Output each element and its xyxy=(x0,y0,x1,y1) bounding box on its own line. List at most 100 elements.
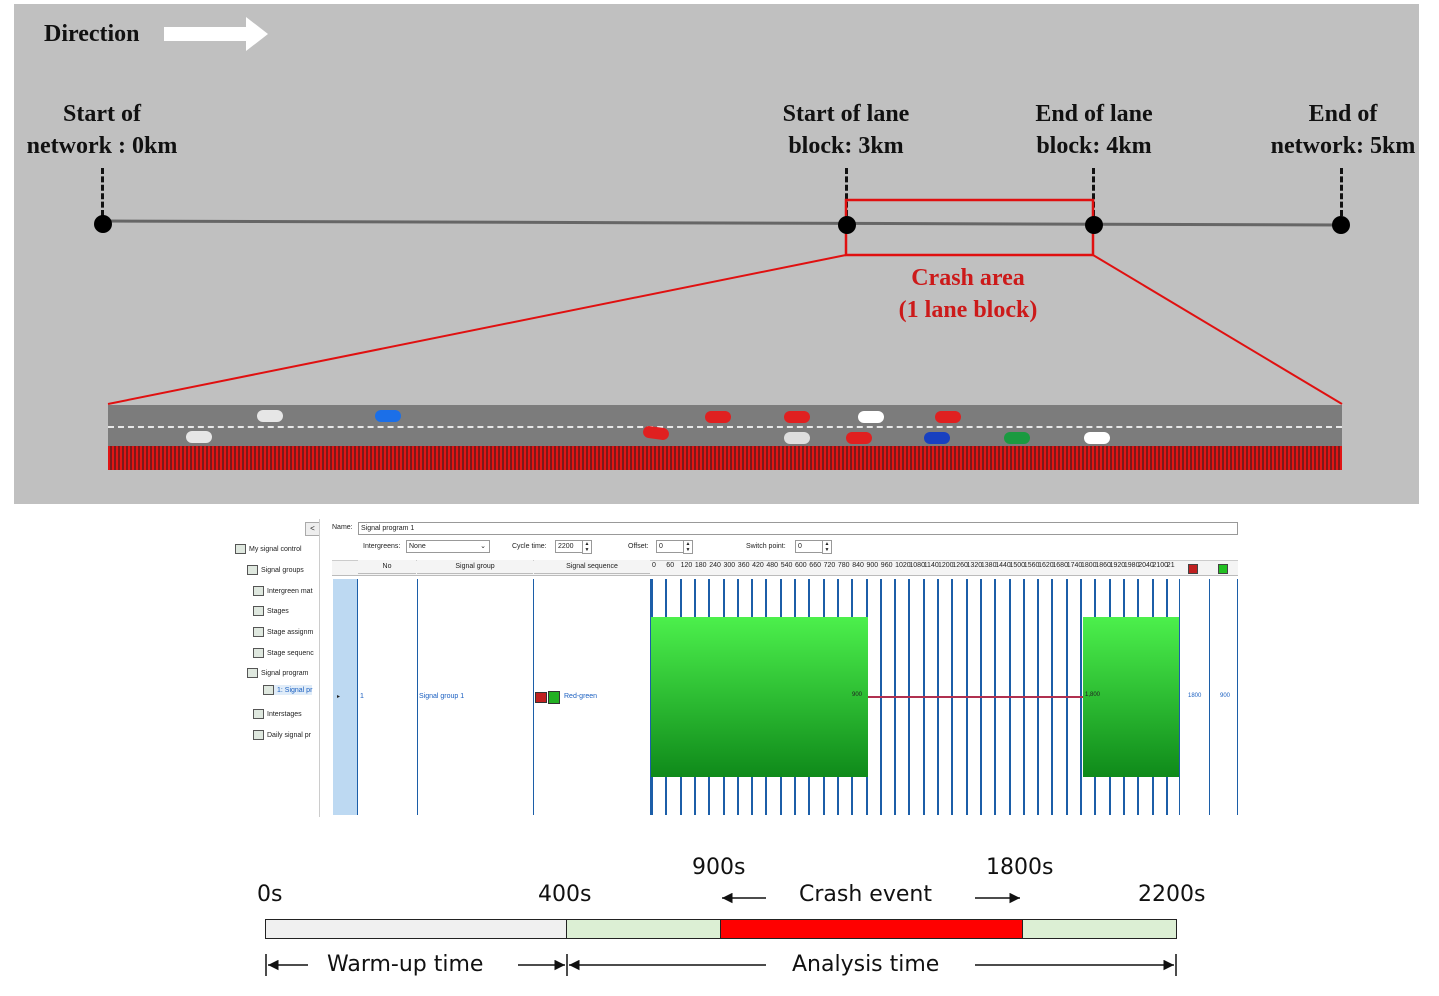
row-end-b: 900 xyxy=(1220,693,1231,699)
green-phase-block-1[interactable] xyxy=(651,617,868,777)
tree-item-signal-program[interactable]: Signal program xyxy=(247,668,308,678)
tree-item-interstages[interactable]: Interstages xyxy=(253,709,302,719)
name-input[interactable]: Signal program 1 xyxy=(358,522,1238,535)
time-tick-label: 1140 xyxy=(923,562,939,569)
direction-label: Direction xyxy=(44,21,140,47)
tree-item-program-1[interactable]: 1: Signal pr xyxy=(263,685,313,695)
time-tick-label: 0 xyxy=(652,562,656,569)
offset-input[interactable]: 0 xyxy=(656,540,684,553)
tree-item-daily-signal[interactable]: Daily signal pr xyxy=(253,730,311,740)
time-tick-label: 1440 xyxy=(995,562,1011,569)
start-block-marker xyxy=(845,168,848,216)
intergreens-select[interactable]: None⌄ xyxy=(406,540,490,553)
interstages-icon xyxy=(253,709,264,719)
time-tick-label: 360 xyxy=(737,562,750,569)
column-signal-group[interactable]: Signal group xyxy=(417,560,533,574)
start-block-node xyxy=(838,216,856,234)
cycle-time-stepper[interactable]: ▲▼ xyxy=(582,540,592,554)
time-tick-label: 1980 xyxy=(1123,562,1140,569)
column-signal-sequence[interactable]: Signal sequence xyxy=(534,560,650,574)
time-tick-label: 300 xyxy=(723,562,736,569)
row-group-cell[interactable] xyxy=(417,579,534,815)
start-network-marker xyxy=(101,168,104,216)
vehicle xyxy=(1084,432,1110,444)
name-label: Name: xyxy=(332,524,353,531)
analysis-segment-post xyxy=(1022,919,1177,939)
tree-item-signal-control[interactable]: My signal control xyxy=(235,544,302,554)
row-signal-sequence: Red-green xyxy=(564,693,598,700)
time-tick-label: 900 xyxy=(866,562,879,569)
daily-signal-icon xyxy=(253,730,264,740)
switch-point-input[interactable]: 0 xyxy=(795,540,823,553)
time-tick-label: 60 xyxy=(666,562,675,569)
time-tick-label: 480 xyxy=(766,562,779,569)
signal-program-icon xyxy=(247,668,258,678)
red-state-icon xyxy=(535,692,547,703)
lane-divider xyxy=(108,426,1342,428)
vehicle xyxy=(257,410,283,422)
time-tick-label: 420 xyxy=(752,562,764,569)
vehicle xyxy=(375,410,401,422)
row-pointer-icon: ▸ xyxy=(337,694,341,700)
green-phase-block-2[interactable] xyxy=(1083,617,1179,777)
start-block-label: Start of lane block: 3km xyxy=(782,101,910,159)
label-900s: 900s xyxy=(692,855,746,880)
chevron-down-icon: ⌄ xyxy=(480,543,486,550)
label-0s: 0s xyxy=(257,882,283,907)
tree-item-signal-groups[interactable]: Signal groups xyxy=(247,565,304,575)
time-tick-label: 840 xyxy=(852,562,864,569)
stage-assign-icon xyxy=(253,627,264,637)
end-cell-a[interactable] xyxy=(1179,579,1210,815)
cycle-time-label: Cycle time: xyxy=(512,543,547,550)
tree-panel: < My signal control Signal groups Interg… xyxy=(233,519,320,817)
time-tick-label: 1800 xyxy=(1081,562,1097,569)
switch-point-label: Switch point: xyxy=(746,543,786,550)
vehicle xyxy=(935,411,961,423)
time-tick-label: 1080 xyxy=(909,562,925,569)
tree-item-intergreen[interactable]: Intergreen mat xyxy=(253,586,313,596)
time-tick-label: 1020 xyxy=(895,562,911,569)
end-cell-b[interactable] xyxy=(1209,579,1238,815)
stages-icon xyxy=(253,606,264,616)
switch-point-stepper[interactable]: ▲▼ xyxy=(822,540,832,554)
column-no[interactable]: No xyxy=(358,560,416,574)
start-network-label: Start of network : 0km xyxy=(26,101,178,159)
tree-item-stage-assignment[interactable]: Stage assignm xyxy=(253,627,313,637)
offset-stepper[interactable]: ▲▼ xyxy=(683,540,693,554)
stage-sequence-icon xyxy=(253,648,264,658)
marker-900: 900 xyxy=(852,692,863,698)
time-tick-label: 1200 xyxy=(938,562,954,569)
tree-item-stages[interactable]: Stages xyxy=(253,606,289,616)
time-tick-label: 1500 xyxy=(1009,562,1026,569)
row-end-a: 1800 xyxy=(1188,693,1202,699)
cycle-time-input[interactable]: 2200 xyxy=(555,540,583,553)
vehicle xyxy=(846,432,872,444)
end-network-node xyxy=(1332,216,1350,234)
row-no-cell[interactable] xyxy=(357,579,418,815)
intergreens-label: Intergreens: xyxy=(363,543,401,550)
time-tick-label: 1680 xyxy=(1052,562,1068,569)
row-selector[interactable] xyxy=(333,579,357,815)
time-tick-label: 240 xyxy=(709,562,721,569)
time-tick-label: 180 xyxy=(694,562,707,569)
analysis-label: Analysis time xyxy=(792,952,940,977)
time-tick-label: 960 xyxy=(880,562,893,569)
time-tick-label: 2100 xyxy=(1152,562,1169,569)
zoom-line-right xyxy=(1092,254,1343,405)
collapse-button[interactable]: < xyxy=(305,522,320,536)
end-network-marker xyxy=(1340,168,1343,216)
time-tick-label: 1260 xyxy=(952,562,968,569)
red-signal-icon xyxy=(1188,564,1198,574)
zoom-line-left xyxy=(107,254,847,405)
time-tick-label: 780 xyxy=(837,562,850,569)
time-tick-label: 540 xyxy=(780,562,793,569)
marker-1800: 1,800 xyxy=(1085,692,1101,698)
offset-label: Offset: xyxy=(628,543,649,550)
timeline-arrows-svg xyxy=(265,892,1177,976)
time-tick-label: 1920 xyxy=(1109,562,1126,569)
label-400s: 400s xyxy=(538,882,592,907)
signal-control-window: < My signal control Signal groups Interg… xyxy=(233,519,1238,817)
tree-item-stage-sequence[interactable]: Stage sequenc xyxy=(253,648,314,658)
intergreen-icon xyxy=(253,586,264,596)
tree-divider xyxy=(319,519,320,817)
